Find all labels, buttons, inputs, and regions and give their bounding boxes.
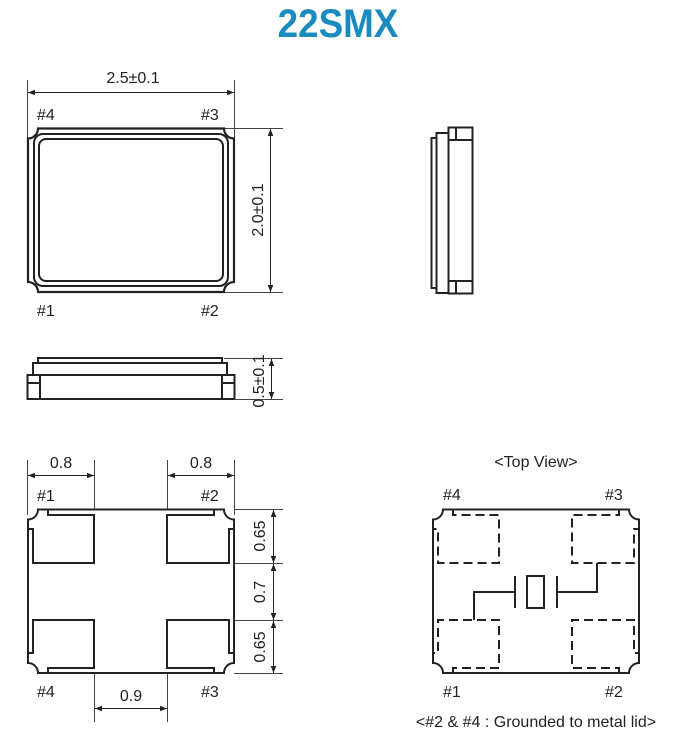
schematic-top-view (432, 508, 640, 674)
crystal-symbol-icon (473, 563, 598, 620)
thickness-dimension-label: 0.5±0.1 (251, 354, 268, 407)
pad-gap-vertical-label: 0.7 (252, 581, 269, 603)
pad-width-label-left: 0.8 (50, 455, 72, 472)
pin-label: #1 (37, 303, 55, 320)
grounding-note: <#2 & #4 : Grounded to metal lid> (416, 714, 656, 731)
pin-label: #4 (37, 684, 55, 701)
front-side-view (26, 357, 283, 400)
pad-layout-view (27, 460, 283, 722)
part-number-title: 22SMX (277, 2, 399, 46)
schematic-heading: <Top View> (494, 454, 577, 471)
pad-width-label-right: 0.8 (190, 455, 212, 472)
pin-label: #1 (443, 684, 461, 701)
top-view-package (26, 80, 283, 294)
height-dimension-label: 2.0±0.1 (250, 183, 267, 236)
pin-label: #4 (443, 487, 461, 504)
pin-label: #4 (37, 107, 55, 124)
pin-label: #2 (201, 303, 219, 320)
right-side-view (430, 126, 474, 295)
pin-label: #3 (201, 107, 219, 124)
pad-gap-horizontal-label: 0.9 (120, 688, 142, 705)
pin-label: #1 (37, 488, 55, 505)
pin-label: #2 (605, 684, 623, 701)
width-dimension-label: 2.5±0.1 (106, 70, 159, 87)
pad-height-bottom-label: 0.65 (252, 631, 269, 662)
pin-label: #3 (201, 684, 219, 701)
pad-height-top-label: 0.65 (252, 520, 269, 551)
pin-label: #3 (605, 487, 623, 504)
pin-label: #2 (201, 488, 219, 505)
